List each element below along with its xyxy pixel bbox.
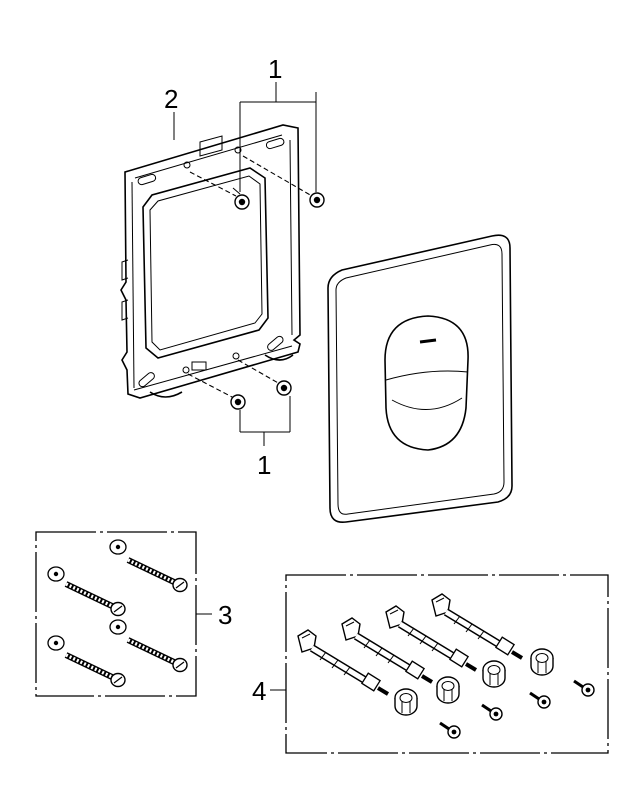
callout-screws-bottom: 1: [257, 450, 271, 480]
callout-screws-top: 1: [268, 54, 282, 84]
callout-frame: 2: [164, 84, 178, 114]
callout-wood-screws: 3: [218, 600, 232, 630]
mounting-frame: [120, 124, 301, 399]
spacer-bolt-kit: [270, 574, 609, 754]
bottom-screws: [187, 359, 292, 446]
top-screws: [189, 82, 325, 210]
callout-spacer-bolts: 4: [252, 676, 266, 706]
flush-plate: [327, 234, 513, 524]
wood-screw-kit: [35, 531, 212, 697]
